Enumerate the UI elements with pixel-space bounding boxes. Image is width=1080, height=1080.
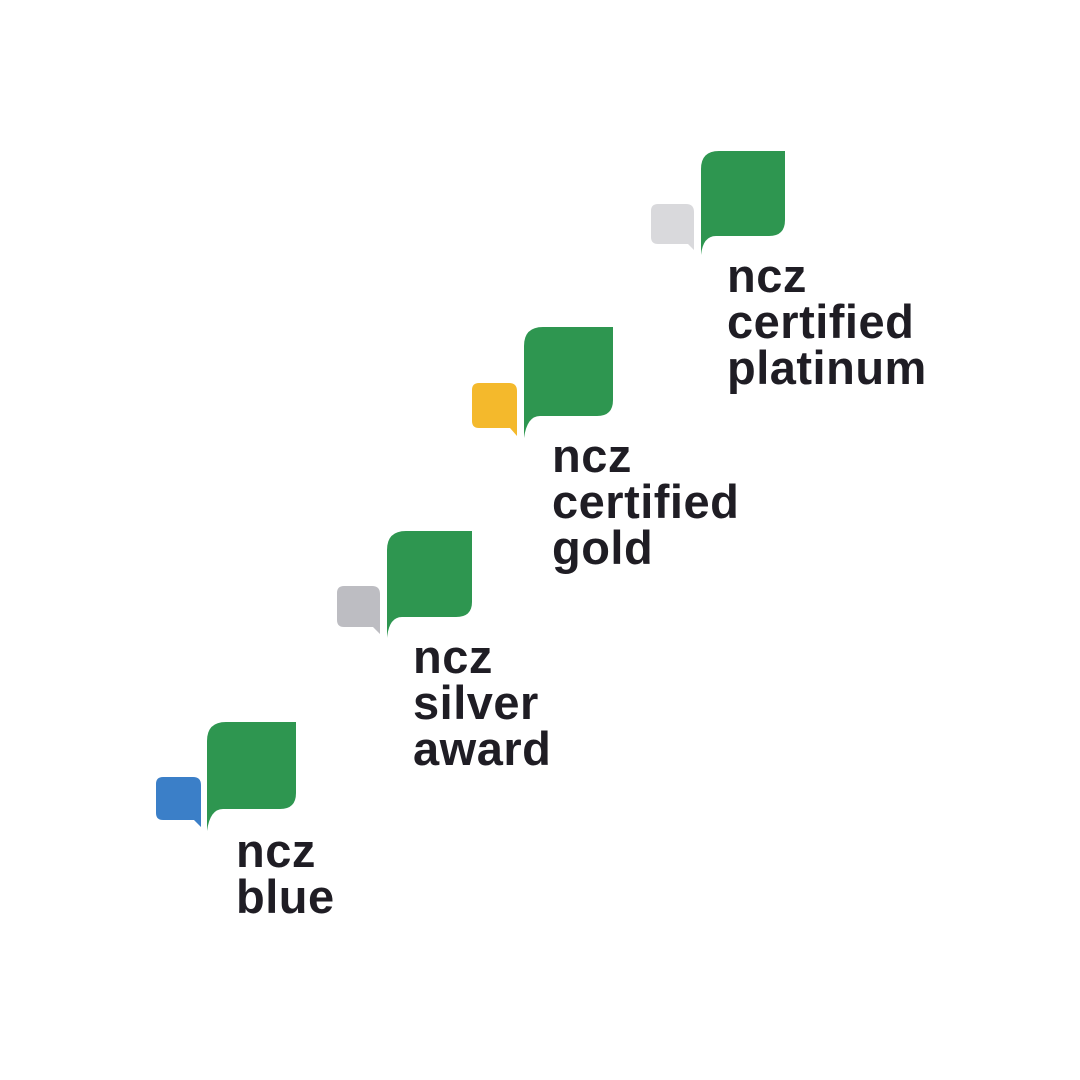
main-bubble [207,722,296,831]
speech-bubbles-icon [651,151,785,255]
label-line-1: ncz [727,249,807,302]
label-line-2: blue [236,870,335,923]
main-bubble [524,327,613,438]
label-line-3: award [413,722,552,775]
badge-certified-gold: ncz certified gold [471,326,791,586]
label-line-2: certified [552,475,740,528]
badge-label: ncz certified platinum [727,249,927,394]
main-bubble [701,151,785,255]
speech-bubbles-icon [156,722,296,831]
badge-label: ncz blue [236,824,335,923]
label-line-2: silver [413,676,539,729]
accent-bubble [337,586,380,634]
speech-bubbles-icon [337,531,472,638]
label-line-3: gold [552,521,654,574]
badge-silver-award: ncz silver award [336,530,656,790]
label-line-1: ncz [552,429,632,482]
label-line-1: ncz [413,630,493,683]
badge-certified-platinum: ncz certified platinum [650,150,970,410]
accent-bubble [156,777,201,827]
speech-bubbles-icon [472,327,613,438]
accent-bubble [651,204,694,250]
badge-label: ncz certified gold [552,429,740,574]
main-bubble [387,531,472,638]
label-line-3: platinum [727,341,927,394]
accent-bubble [472,383,517,436]
badge-blue: ncz blue [155,721,475,981]
label-line-2: certified [727,295,915,348]
label-line-1: ncz [236,824,316,877]
badge-label: ncz silver award [413,630,552,775]
